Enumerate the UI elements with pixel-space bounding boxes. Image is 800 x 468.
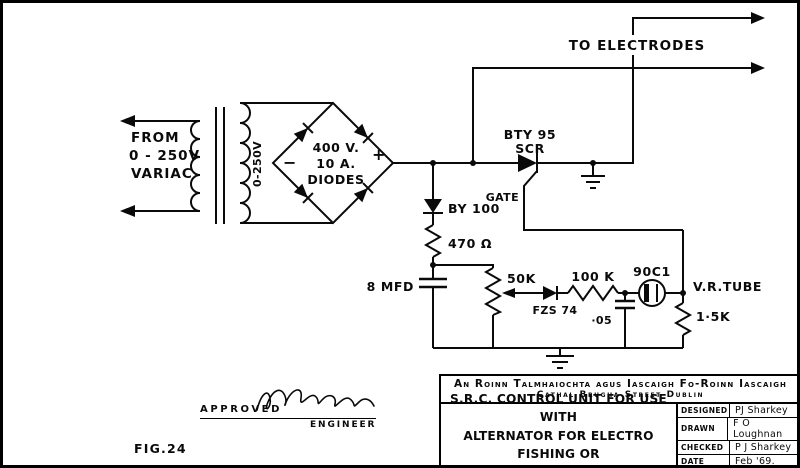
bridge-label-line3: DIODES bbox=[307, 172, 364, 187]
title-block: An Roinn Talmhaiochta agus Iascaigh Fo-R… bbox=[439, 374, 797, 467]
circuit-schematic: FROM 0 - 250V VARIAC 0-250V bbox=[120, 12, 765, 369]
secondary-coil bbox=[239, 102, 251, 224]
ground-icon bbox=[546, 348, 574, 369]
variac-input: FROM 0 - 250V VARIAC bbox=[120, 115, 200, 217]
credit-label: DRAWN bbox=[678, 417, 729, 440]
rectified-branch: BY 100 470 Ω 8 MFD bbox=[367, 163, 500, 348]
fzs74-diode-icon bbox=[543, 286, 557, 300]
signature-line bbox=[200, 418, 376, 419]
bridge-diode-icon bbox=[353, 182, 374, 203]
ground-icon bbox=[581, 163, 605, 189]
bridge-label-line2: 10 A. bbox=[316, 156, 355, 171]
bridge-rectifier: 400 V. 10 A. DIODES − + bbox=[240, 101, 395, 225]
bridge-diode-icon bbox=[353, 123, 374, 144]
resistor-470-label: 470 Ω bbox=[448, 236, 492, 251]
credits-table: DESIGNED PJ Sharkey DRAWN F O Loughnan C… bbox=[678, 404, 797, 467]
bridge-diode-icon bbox=[293, 122, 314, 143]
capacitor-05-label: ·05 bbox=[591, 314, 612, 327]
transformer-core bbox=[215, 107, 225, 224]
department-line1: An Roinn Talmhaiochta agus Iascaigh Fo-R… bbox=[453, 378, 788, 390]
credit-label: DATE bbox=[678, 454, 730, 465]
input-label-line2: 0 - 250V bbox=[129, 148, 200, 164]
right-arrow-icon bbox=[751, 12, 765, 24]
plus-sign: + bbox=[372, 145, 386, 164]
credit-value: Feb '69. bbox=[735, 455, 775, 467]
credit-label: CHECKED bbox=[678, 440, 730, 454]
title-block-header: An Roinn Talmhaiochta agus Iascaigh Fo-R… bbox=[441, 376, 797, 404]
capacitor-05: ·05 bbox=[591, 293, 635, 348]
vr-tube-label: V.R.TUBE bbox=[693, 279, 762, 294]
pot-50k-label: 50K bbox=[507, 271, 537, 286]
figure-number: FIG.24 bbox=[134, 441, 187, 456]
bridge-diode-icon bbox=[293, 183, 314, 204]
left-arrow-icon bbox=[120, 115, 135, 127]
signature bbox=[256, 389, 375, 411]
credit-value: P J Sharkey bbox=[735, 441, 792, 453]
transformer: 0-250V bbox=[190, 102, 264, 224]
department-line2: Cathal Brugha Street Dublin bbox=[536, 390, 705, 401]
approved-label: APPROVED bbox=[200, 404, 283, 415]
potentiometer-50k: 50K bbox=[483, 267, 543, 348]
gate-label: GATE bbox=[486, 191, 519, 204]
credit-value: F O Loughnan bbox=[733, 417, 783, 440]
left-arrow-icon bbox=[120, 205, 135, 217]
drawing-title-line1: S.R.C. CONTROL UNIT FOR USE WITH bbox=[450, 392, 667, 425]
electrode-output: TO ELECTRODES bbox=[393, 12, 765, 164]
drawing-title-line2: ALTERNATOR FOR ELECTRO FISHING OR bbox=[463, 428, 654, 461]
resistor-15k: 1·5K bbox=[673, 230, 731, 348]
scr-device-label: SCR bbox=[515, 141, 545, 156]
tube-part-label: 90C1 bbox=[633, 264, 671, 279]
table-row: DATE Feb '69. bbox=[678, 453, 797, 467]
input-label-line3: VARIAC bbox=[131, 166, 193, 182]
table-row: DESIGNED PJ Sharkey bbox=[678, 404, 797, 417]
credit-label: DESIGNED bbox=[678, 404, 730, 417]
resistor-100k-label: 100 K bbox=[571, 269, 615, 284]
vr-tube-90c1: 90C1 V.R.TUBE bbox=[633, 264, 762, 307]
input-label-line1: FROM bbox=[131, 130, 180, 146]
engineer-label: ENGINEER bbox=[310, 420, 377, 430]
electrodes-label: TO ELECTRODES bbox=[569, 38, 706, 54]
by100-diode-icon bbox=[424, 199, 442, 213]
tube-envelope-icon bbox=[638, 279, 666, 307]
resistor-470-icon bbox=[423, 224, 443, 258]
resistor-100k: 100 K bbox=[567, 269, 639, 302]
junction-dots bbox=[430, 160, 686, 296]
secondary-voltage-label: 0-250V bbox=[251, 141, 264, 187]
resistor-15k-label: 1·5K bbox=[696, 309, 731, 324]
scr-triangle-icon bbox=[518, 154, 537, 172]
gate-wire bbox=[523, 170, 683, 231]
drawing-title: S.R.C. CONTROL UNIT FOR USE WITH ALTERNA… bbox=[441, 392, 678, 465]
capacitor-8mfd-icon bbox=[419, 277, 447, 289]
fzs74-label: FZS 74 bbox=[533, 304, 578, 317]
table-row: DRAWN F O Loughnan bbox=[678, 416, 797, 440]
bridge-label-line1: 400 V. bbox=[313, 140, 360, 155]
scr-part-label: BTY 95 bbox=[504, 127, 556, 142]
ground-rail bbox=[433, 347, 683, 369]
wiper-arrow-icon bbox=[502, 288, 515, 298]
diode-fzs74: FZS 74 bbox=[533, 286, 578, 317]
right-arrow-icon bbox=[751, 62, 765, 74]
credit-value: PJ Sharkey bbox=[735, 404, 788, 416]
scr: BTY 95 SCR GATE bbox=[486, 127, 683, 231]
capacitor-8mfd-label: 8 MFD bbox=[367, 279, 414, 294]
table-row: CHECKED P J Sharkey bbox=[678, 439, 797, 454]
by100-label: BY 100 bbox=[448, 201, 500, 216]
drawing-title-line3: AS BARRIER ENERGISING UNIT bbox=[441, 463, 676, 465]
capacitor-05-icon bbox=[615, 299, 635, 310]
primary-coil bbox=[190, 120, 201, 212]
minus-sign: − bbox=[283, 153, 297, 172]
tube-electrode-icon bbox=[644, 284, 649, 302]
